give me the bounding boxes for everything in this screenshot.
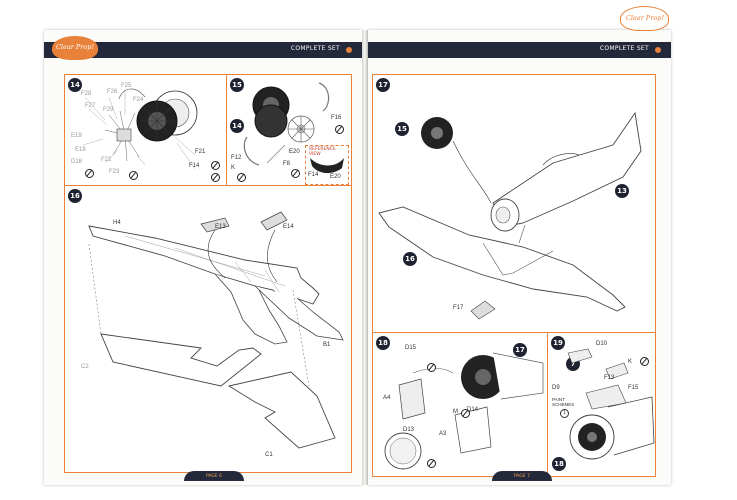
step-16-panel: 16 H4 (64, 185, 352, 473)
part-label: F14 (308, 172, 319, 178)
part-label: F28 (81, 91, 92, 97)
step-14-ref-badge: 14 (230, 119, 244, 133)
step-17-badge: 17 (376, 78, 390, 92)
step-18-badge: 18 (376, 336, 390, 350)
right-logo-text: Clear Prop! (625, 14, 665, 22)
step-15-ref-badge: 15 (395, 122, 409, 136)
reference-view-title: REFERENCE VIEW (309, 147, 336, 157)
step-19-panel: 19 7 18 D10 F13 F15 D9 K PAINT SCHEMES 1 (547, 332, 656, 477)
step-16-ref-badge: 16 (403, 252, 417, 266)
part-label: F24 (133, 97, 144, 103)
left-header-dot-icon (346, 47, 352, 53)
step-15-engine-drawing (243, 82, 330, 166)
part-label: F25 (121, 83, 132, 89)
left-page-number: PAGE 6 (205, 474, 223, 479)
step-18-panel: 18 17 D15 A4 D14 A3 D13 M (372, 332, 549, 477)
step-14-panel: 14 (64, 74, 228, 187)
glue-icon (427, 363, 436, 372)
part-label: F22 (101, 157, 112, 163)
part-label: F21 (195, 149, 206, 155)
part-label: E14 (283, 224, 294, 230)
part-label: D9 (552, 385, 560, 391)
part-label: F17 (453, 305, 464, 311)
part-label: E13 (215, 224, 226, 230)
book-spine (362, 30, 368, 485)
part-label: A4 (383, 395, 391, 401)
part-label: E19 (71, 133, 82, 139)
part-label: B1 (323, 342, 331, 348)
part-label: F15 (628, 385, 639, 391)
part-label: F16 (331, 115, 342, 121)
right-header-bar: COMPLETE SET (368, 42, 671, 58)
step-14-engine-drawing (82, 88, 198, 170)
part-label: K (231, 165, 236, 171)
part-label: F14 (189, 163, 200, 169)
part-label: F29 (103, 107, 114, 113)
step-16-wing-drawing (88, 211, 344, 449)
part-label: F13 (604, 375, 615, 381)
glue-icon (461, 409, 470, 418)
left-header-title: COMPLETE SET (290, 45, 340, 52)
part-label: C1 (265, 452, 273, 458)
right-page-number: PAGE 7 (513, 474, 531, 479)
part-label: M (453, 409, 458, 415)
glue-icon (237, 173, 246, 182)
part-label: A3 (439, 431, 447, 437)
part-label: C2 (81, 364, 89, 370)
left-header-bar: COMPLETE SET (44, 42, 362, 58)
step-17-fuselage-drawing (378, 111, 642, 320)
right-header-title: COMPLETE SET (599, 45, 649, 52)
part-label: E20 (289, 149, 300, 155)
step-17-panel: 17 15 13 16 F17 (372, 74, 656, 334)
step-18-cowling-drawing (384, 352, 544, 470)
right-page: COMPLETE SET 17 15 13 16 (368, 30, 671, 485)
part-label: F26 (107, 89, 118, 95)
paint-scheme-ref: 1 (560, 409, 569, 418)
glue-icon (291, 169, 300, 178)
glue-icon (129, 171, 138, 180)
step-15-panel: 15 14 F16 E20 F8 F12 K (226, 74, 352, 187)
glue-icon (427, 459, 436, 468)
left-logo-text: Clear Prop! (55, 43, 95, 51)
step-17-ref-badge: 17 (513, 343, 527, 357)
right-brand-logo: Clear Prop! (620, 6, 670, 32)
part-label: D10 (596, 341, 608, 347)
reference-view-box: REFERENCE VIEW F14 E20 (305, 145, 349, 185)
step-15-badge: 15 (230, 78, 244, 92)
glue-icon (85, 169, 94, 178)
step-14-badge: 14 (68, 78, 82, 92)
part-label: F23 (109, 169, 120, 175)
step-16-badge: 16 (68, 189, 82, 203)
step-19-engine-install-drawing (567, 348, 655, 460)
part-label: E20 (330, 174, 341, 180)
glue-icon (640, 357, 649, 366)
glue-icon (211, 173, 220, 182)
step-19-badge: 19 (551, 336, 565, 350)
part-label: D14 (467, 407, 479, 413)
part-label: F27 (85, 103, 96, 109)
paint-schemes-note: PAINT SCHEMES (552, 397, 575, 407)
step-13-ref-badge: 13 (615, 184, 629, 198)
part-label: E18 (75, 147, 86, 153)
part-label: F12 (231, 155, 242, 161)
part-label: D13 (403, 427, 415, 433)
left-page-footer: PAGE 6 (184, 471, 244, 481)
right-header-dot-icon (655, 47, 661, 53)
right-page-footer: PAGE 7 (492, 471, 552, 481)
part-label: H4 (113, 220, 121, 226)
step-18-ref-badge: 18 (552, 457, 566, 471)
left-page: COMPLETE SET Clear Prop! 14 (44, 30, 362, 485)
part-label: D15 (405, 345, 417, 351)
part-label: K (628, 359, 633, 365)
reference-view-drawing (310, 158, 344, 174)
part-label: F8 (283, 161, 291, 167)
left-brand-logo: Clear Prop! (52, 36, 98, 60)
glue-icon (211, 161, 220, 170)
glue-icon (335, 125, 344, 134)
part-label: D18 (71, 159, 83, 165)
